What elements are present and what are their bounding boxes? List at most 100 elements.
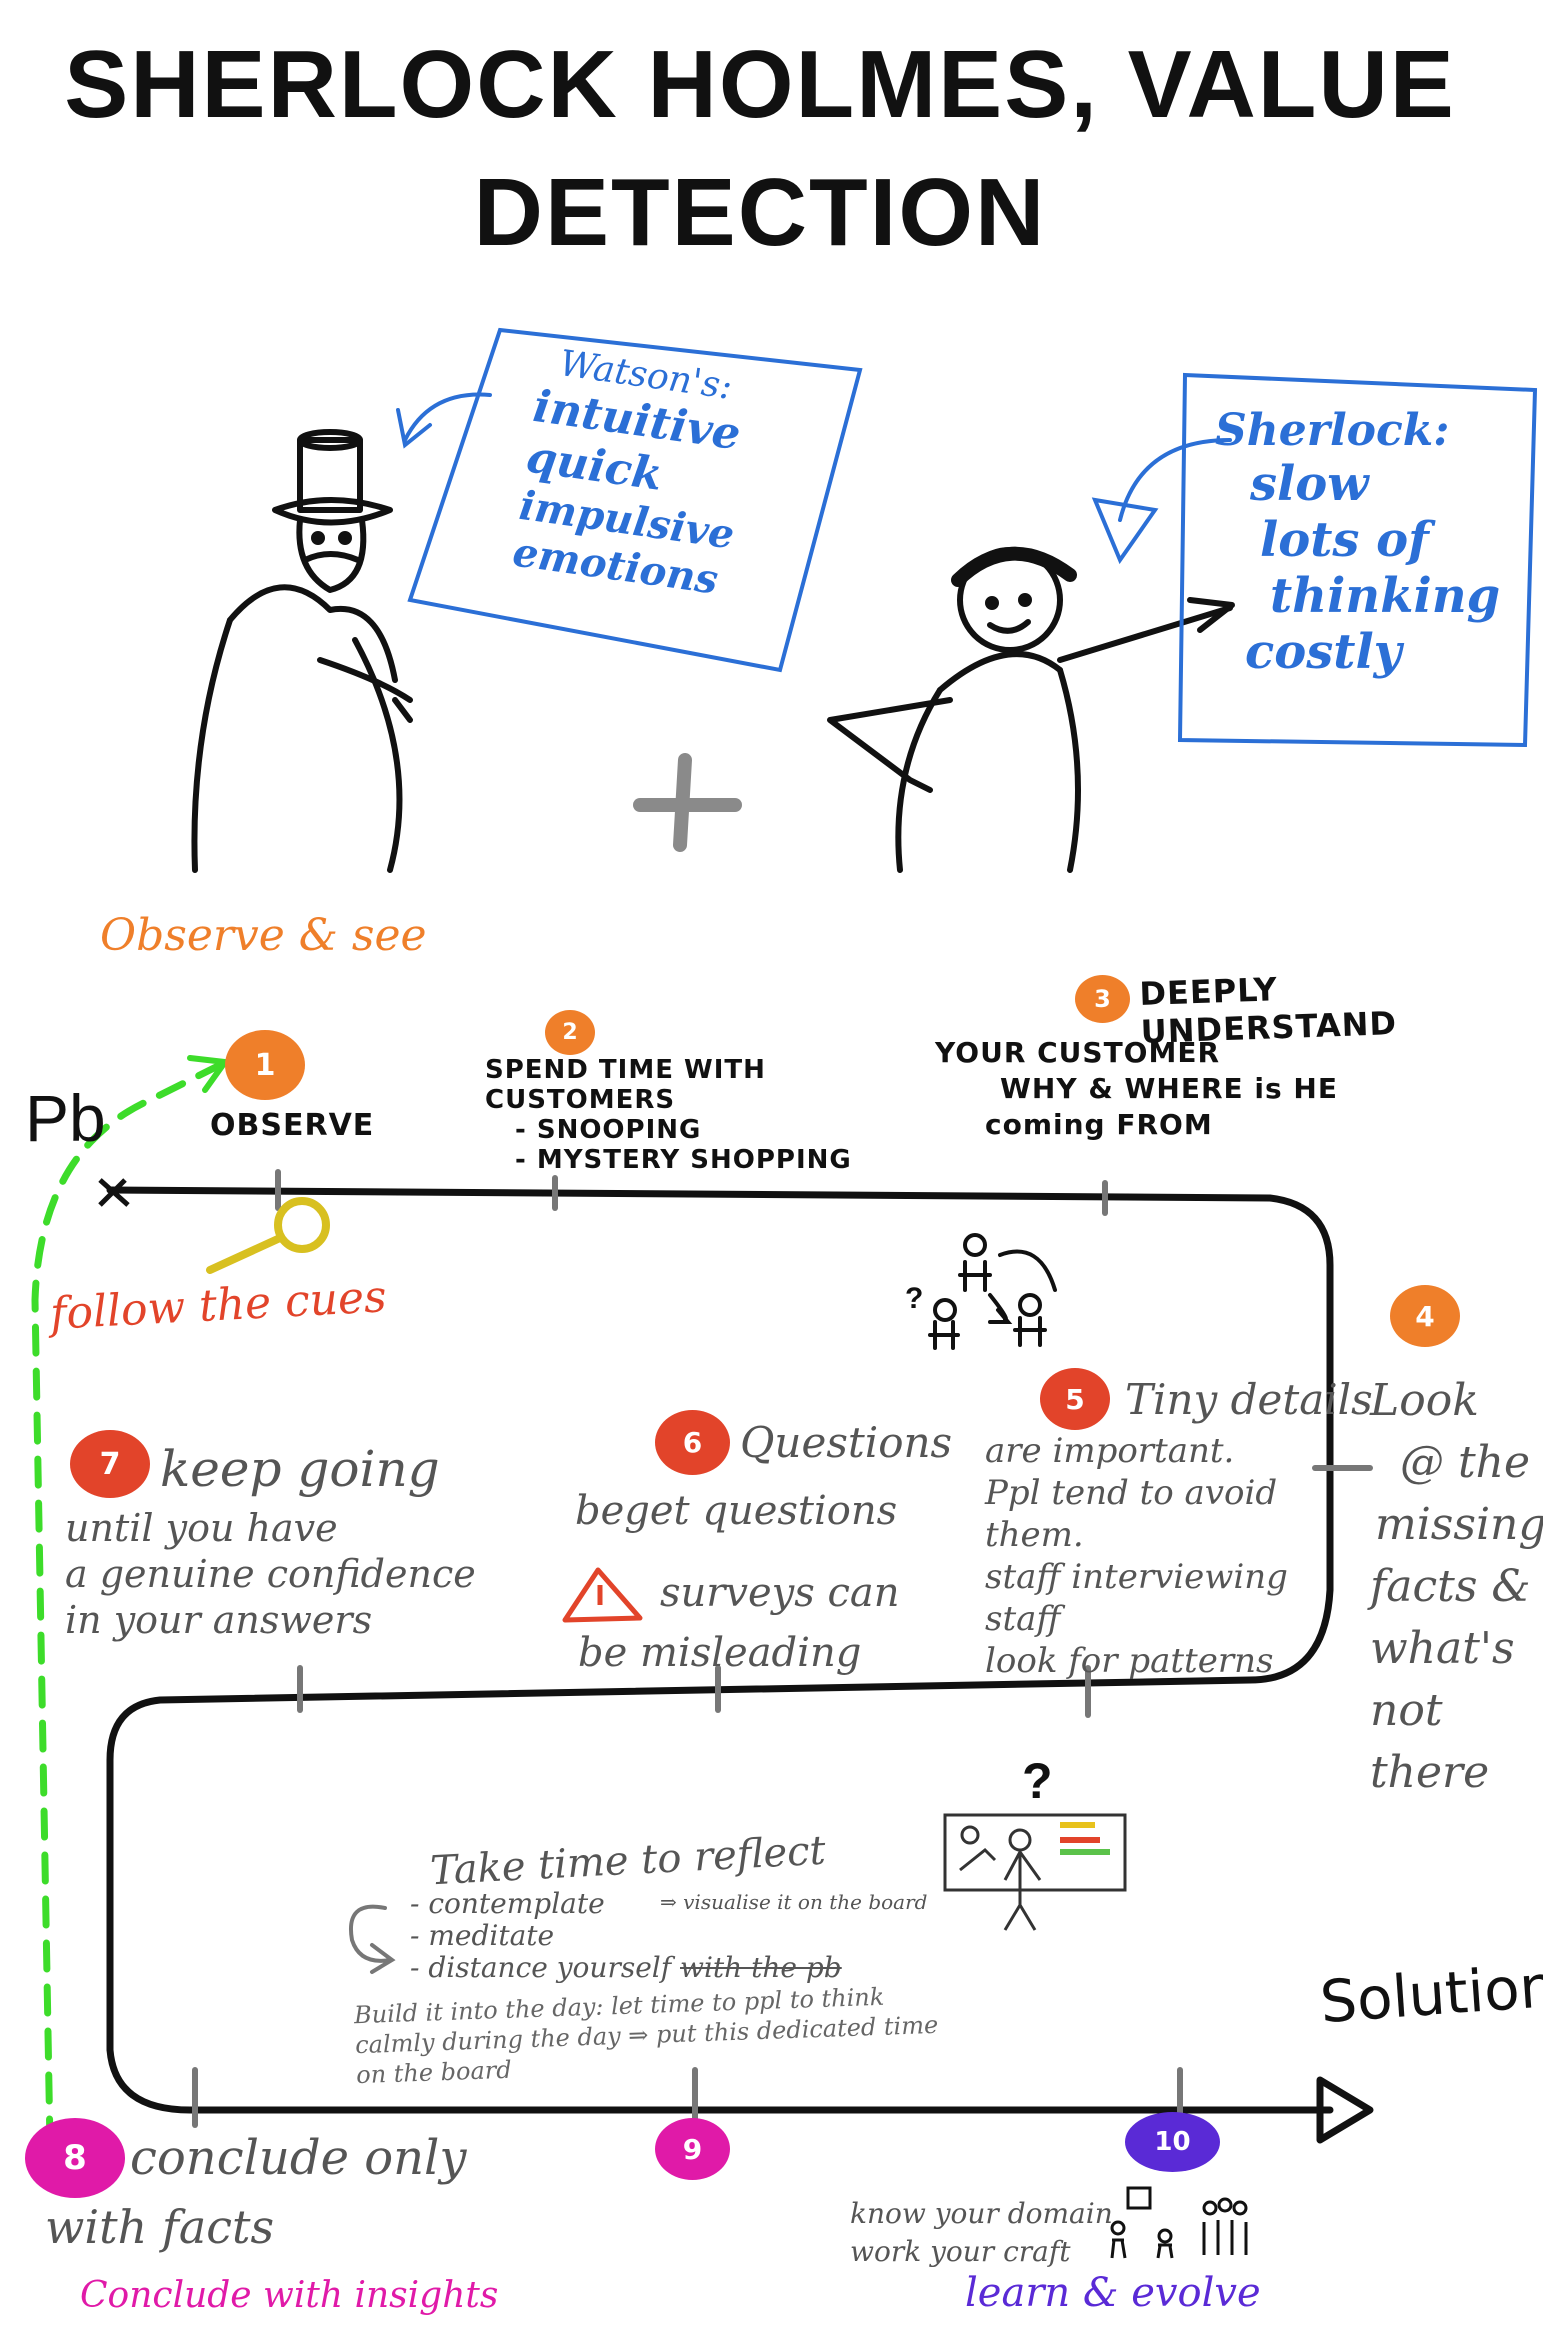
step-number: 6 (682, 1426, 703, 1459)
step-number: 4 (1415, 1299, 1435, 1333)
solution-arrowhead (1316, 2076, 1374, 2144)
observe-see-label: Observe & see (100, 910, 427, 961)
start-cross (98, 1178, 130, 1207)
step-number: 1 (254, 1047, 276, 1083)
step-number: 9 (682, 2132, 703, 2166)
sherlock-note-item: slow (1250, 456, 1369, 512)
step-number: 7 (99, 1446, 121, 1482)
sherlock-arrow (1091, 438, 1232, 565)
watson-note: Watson's: intuitive quick impulsive emot… (510, 340, 840, 616)
step-5-text: are important. Ppl tend to avoid them. s… (985, 1430, 1325, 1682)
reflect-loop-icon (349, 1904, 396, 1974)
step-number: 2 (562, 1020, 578, 1045)
step-7-badge: 7 (70, 1430, 150, 1498)
step-5-label: Tiny details (1125, 1375, 1373, 1424)
step-8-badge: 8 (25, 2118, 125, 2198)
sherlock-note-item: costly (1245, 624, 1402, 680)
step-7-sub: until you have (65, 1506, 338, 1550)
problem-label: Pb (25, 1081, 106, 1155)
step-8-sub: with facts (45, 2200, 275, 2254)
process-path (106, 1186, 1334, 2114)
step-3-sub: coming FROM (985, 1108, 1213, 1141)
learn-evolve-label: learn & evolve (965, 2270, 1261, 2316)
watson-arrow (396, 392, 492, 449)
step-2-sub: - MYSTERY SHOPPING (515, 1145, 852, 1175)
step-5-sub: are important. (985, 1431, 1235, 1471)
reflect-item: - contemplate (410, 1887, 605, 1920)
page-title: SHERLOCK HOLMES, VALUE DETECTION (60, 30, 1460, 268)
step-7-sub: in your answers (65, 1598, 373, 1642)
step-2-text: SPEND TIME WITH CUSTOMERS - SNOOPING - M… (485, 1055, 885, 1175)
step-5-sub: staff (985, 1599, 1061, 1639)
step-5-sub: Ppl tend to avoid (985, 1473, 1278, 1513)
step-7-sub: a genuine confidence (65, 1552, 476, 1596)
step-6-sub: surveys can (660, 1570, 900, 1616)
step-4-label: Look (1370, 1375, 1479, 1426)
path-ticks (192, 1169, 1373, 2128)
magnifier-icon (206, 1197, 330, 1274)
step-7-label: keep going (160, 1440, 440, 1498)
step-3-sub: WHY & WHERE is HE (1000, 1072, 1338, 1105)
step-4-sub: what's (1370, 1623, 1515, 1674)
watson-figure (191, 429, 413, 873)
reflect-visualise-text: visualise it on the board (683, 1890, 928, 1914)
step-4-sub: not there (1370, 1685, 1490, 1798)
question-mark-small: ? (905, 1282, 924, 1315)
sherlock-note: Sherlock: slow lots of thinking costly (1215, 405, 1525, 680)
step-3-badge: 3 (1075, 975, 1130, 1023)
sherlock-note-item: lots of (1260, 512, 1429, 568)
step-2-label: SPEND TIME WITH CUSTOMERS (485, 1055, 766, 1115)
reflect-item: - meditate (410, 1919, 555, 1952)
step-6-badge: 6 (655, 1410, 730, 1475)
step-4-badge: 4 (1390, 1285, 1460, 1347)
step-8-label: conclude only (130, 2130, 467, 2186)
step-4-sub: missing (1375, 1499, 1543, 1550)
step-6-sub: be misleading (578, 1630, 862, 1676)
reflect-list: - contemplate - meditate - distance your… (410, 1888, 842, 1984)
step-10-badge: 10 (1125, 2112, 1220, 2172)
step-5-sub: staff interviewing (985, 1557, 1288, 1597)
warning-icon (562, 1567, 643, 1623)
step-number: 10 (1154, 2127, 1191, 2157)
reflect-strike: with the pb (680, 1951, 842, 1984)
step-1-badge: 1 (225, 1030, 305, 1100)
title-line-2: DETECTION (473, 159, 1047, 266)
watson-note-box (407, 327, 863, 673)
reflect-visualise: ⇒ visualise it on the board (660, 1890, 928, 1914)
step-2-badge: 2 (545, 1010, 595, 1055)
step-5-sub: them. (985, 1515, 1084, 1555)
plus-sign (633, 753, 742, 852)
step-9-badge: 9 (655, 2118, 730, 2180)
step-4-sub: facts & (1370, 1561, 1531, 1612)
know-text: know your domain work your craft (850, 2195, 1113, 2271)
green-dashed-path (31, 1061, 224, 2149)
conclude-insights-label: Conclude with insights (80, 2275, 499, 2316)
sherlock-note-box (1177, 372, 1538, 748)
step-5-sub: look for patterns (985, 1641, 1274, 1681)
know-line: know your domain (850, 2197, 1113, 2230)
step-6-label: Questions (740, 1418, 953, 1467)
sherlock-figure (827, 546, 1235, 873)
step-1-label: OBSERVE (210, 1108, 375, 1143)
people-icon (928, 1233, 1057, 1350)
step-number: 3 (1094, 985, 1111, 1013)
step-2-sub: - SNOOPING (515, 1115, 702, 1145)
step-5-badge: 5 (1040, 1368, 1110, 1430)
step-4-sub: @ the (1400, 1437, 1531, 1488)
step-3-sub: YOUR CUSTOMER (935, 1036, 1221, 1069)
board-sketch-icon (943, 1813, 1127, 1931)
step-4-text: Look @ the missing facts & what's not th… (1370, 1370, 1543, 1804)
know-line: work your craft (850, 2235, 1071, 2268)
question-mark: ? (1022, 1753, 1053, 1809)
step-3-text: YOUR CUSTOMER WHY & WHERE is HE coming F… (935, 1035, 1338, 1143)
learning-people-icon (1110, 2186, 1248, 2259)
reflect-item-text: - distance yourself (410, 1951, 672, 1984)
step-number: 5 (1065, 1382, 1085, 1416)
step-6-sub: beget questions (575, 1488, 898, 1534)
step-number: 8 (63, 2138, 87, 2178)
sherlock-note-item: thinking (1270, 568, 1501, 624)
title-line-1: SHERLOCK HOLMES, VALUE (64, 31, 1456, 138)
sherlock-note-heading: Sherlock: (1215, 405, 1450, 456)
step-7-text: until you have a genuine confidence in y… (65, 1505, 476, 1643)
